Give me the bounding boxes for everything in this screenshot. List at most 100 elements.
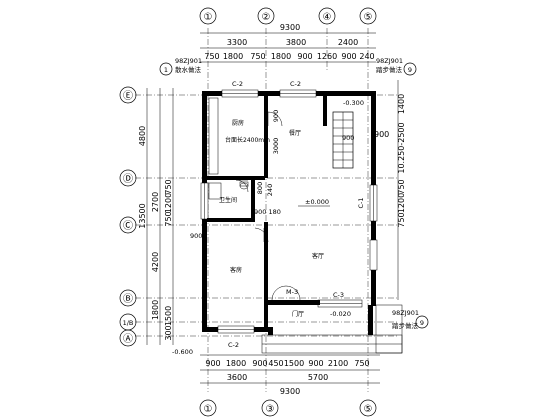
counter-note: 台面长2400mm bbox=[225, 136, 270, 144]
dim-top-d2: 1800 bbox=[223, 52, 243, 61]
svg-text:9: 9 bbox=[420, 319, 424, 327]
level-main: ±0.000 bbox=[305, 198, 329, 206]
dim-top-d1: 750 bbox=[204, 52, 219, 61]
room-guest: 客房 bbox=[230, 266, 242, 274]
grid-bubble-D: Ⓓ bbox=[119, 169, 137, 187]
svg-text:①: ① bbox=[204, 12, 213, 23]
svg-text:1/B: 1/B bbox=[123, 319, 134, 327]
stair bbox=[332, 111, 354, 169]
grid-bubble-A: Ⓐ bbox=[119, 329, 137, 347]
top-dimensions: 9300 3300 3800 2400 750 1800 750 1800 90… bbox=[200, 23, 376, 63]
level-porch: -0.020 bbox=[330, 310, 351, 318]
left-dimensions: 4800 13500 2700 4200 1800 750 1200 750 1… bbox=[138, 88, 174, 345]
grid-bubble-1-top: ① bbox=[199, 7, 217, 25]
dim-right-750a: 750 bbox=[397, 179, 406, 194]
dim-left-750b: 750 bbox=[164, 211, 173, 226]
dim-bot-d3: 900 bbox=[252, 359, 267, 368]
room-porch: 门厅 bbox=[292, 310, 304, 318]
room-bathroom: 卫生间 bbox=[219, 196, 237, 204]
door-label-m3: M-3 bbox=[286, 288, 298, 296]
grid-bubble-3-bottom: ③ bbox=[261, 399, 279, 417]
ref-symbol-top-right: 9 98ZJ901 踏步做法 bbox=[376, 57, 417, 76]
svg-text:⑤: ⑤ bbox=[364, 404, 373, 415]
porch-steps bbox=[261, 304, 403, 354]
dim-bot-d7: 2100 bbox=[328, 359, 348, 368]
windows-right bbox=[369, 184, 378, 271]
dim-900-180: 900 180 bbox=[254, 208, 281, 216]
ref-symbol-top-left: 1 98ZJ901 散水做法 bbox=[159, 57, 202, 76]
window-label-c3: C-3 bbox=[333, 291, 344, 299]
svg-text:踏步做法: 踏步做法 bbox=[376, 65, 403, 74]
dim-top-seg-2: 3800 bbox=[286, 38, 306, 47]
dim-bot-d6: 900 bbox=[308, 359, 323, 368]
room-dining: 餐厅 bbox=[289, 129, 301, 137]
svg-text:1: 1 bbox=[164, 66, 168, 74]
svg-text:Ⓑ: Ⓑ bbox=[123, 293, 133, 305]
grid-bubble-1-bottom: ① bbox=[199, 399, 217, 417]
windows-left bbox=[200, 182, 209, 220]
svg-text:①: ① bbox=[204, 404, 213, 415]
svg-text:②: ② bbox=[262, 12, 271, 23]
windows-top bbox=[221, 89, 317, 98]
interior-walls bbox=[207, 96, 327, 327]
svg-text:散水做法: 散水做法 bbox=[175, 65, 202, 74]
window-label-c2-guest: C-2 bbox=[228, 341, 239, 349]
grid-bubble-B: Ⓑ bbox=[119, 289, 137, 307]
dim-top-seg-3: 2400 bbox=[338, 38, 358, 47]
dim-bot-d5: 1500 bbox=[284, 359, 304, 368]
dim-kitchen-door: 900 bbox=[272, 110, 280, 122]
grid-bubble-C: Ⓒ bbox=[119, 216, 137, 234]
ref-symbol-bottom-right: 9 98ZJ901 踏步做法 bbox=[392, 309, 429, 330]
right-dimensions: 1400 10.250-2500 750 1200 750 900 bbox=[374, 80, 406, 300]
bottom-dimensions: 900 1800 900 450 1500 900 2100 750 3600 … bbox=[200, 354, 380, 396]
dim-top-d5: 900 bbox=[297, 52, 312, 61]
room-kitchen: 厨房 bbox=[232, 119, 244, 127]
grid-bubble-1B: 1/B bbox=[119, 313, 137, 331]
dim-left-1800: 1800 bbox=[151, 300, 160, 320]
labels: C-2 C-2 C-2 C-3 M-3 C-1 厨房 台面长2400mm 餐厅 … bbox=[172, 80, 365, 356]
doors bbox=[235, 111, 301, 301]
level-ground: -0.600 bbox=[172, 348, 193, 356]
svg-text:踏步做法: 踏步做法 bbox=[392, 321, 419, 330]
dim-guest-900: 900 bbox=[190, 232, 202, 240]
left-grid-bubbles: Ⓔ Ⓓ Ⓒ Ⓑ 1/B Ⓐ bbox=[119, 86, 137, 347]
grid-bubble-E: Ⓔ bbox=[119, 86, 137, 104]
dim-right-750b: 750 bbox=[397, 212, 406, 227]
outer-walls bbox=[202, 91, 376, 335]
dim-bot-d2: 1800 bbox=[226, 359, 246, 368]
grid-bubble-2-top: ② bbox=[257, 7, 275, 25]
level-stair: -0.300 bbox=[343, 99, 364, 107]
dim-top-d4: 1800 bbox=[271, 52, 291, 61]
dim-left-13500: 13500 bbox=[138, 203, 147, 228]
fixtures bbox=[208, 97, 249, 200]
svg-text:Ⓔ: Ⓔ bbox=[123, 90, 133, 102]
svg-text:④: ④ bbox=[323, 12, 332, 23]
dim-bot-d4: 450 bbox=[268, 359, 283, 368]
window-label-c2-kitchen: C-2 bbox=[232, 80, 243, 88]
dim-left-300: 300 bbox=[164, 325, 173, 340]
dim-top-d3: 750 bbox=[250, 52, 265, 61]
dim-top-seg-1: 3300 bbox=[227, 38, 247, 47]
svg-text:98ZJ901: 98ZJ901 bbox=[392, 309, 419, 317]
dim-left-1500: 1500 bbox=[164, 306, 173, 326]
svg-text:98ZJ901: 98ZJ901 bbox=[376, 57, 403, 65]
top-grid-bubbles: ① ② ④ ⑤ bbox=[199, 7, 377, 25]
bottom-grid-bubbles: ① ③ ⑤ bbox=[199, 399, 377, 417]
dim-top-total: 9300 bbox=[280, 23, 300, 32]
grid-bubble-4-top: ④ bbox=[318, 7, 336, 25]
dim-bot-seg-2: 5700 bbox=[308, 373, 328, 382]
dim-bot-d1: 900 bbox=[205, 359, 220, 368]
dim-top-d7: 900 bbox=[341, 52, 356, 61]
dim-right-stair: 10.250-2500 bbox=[397, 122, 406, 173]
window-label-c2-dining: C-2 bbox=[290, 80, 301, 88]
window-label-c1: C-1 bbox=[357, 197, 365, 208]
dim-left-1200: 1200 bbox=[164, 193, 173, 213]
dim-bot-total: 9300 bbox=[280, 387, 300, 396]
svg-text:Ⓐ: Ⓐ bbox=[123, 333, 133, 345]
svg-text:⑤: ⑤ bbox=[364, 12, 373, 23]
dim-bot-seg-1: 3600 bbox=[227, 373, 247, 382]
dim-left-4800: 4800 bbox=[138, 126, 147, 146]
dim-top-d8: 240 bbox=[359, 52, 374, 61]
dim-bot-d8: 750 bbox=[354, 359, 369, 368]
